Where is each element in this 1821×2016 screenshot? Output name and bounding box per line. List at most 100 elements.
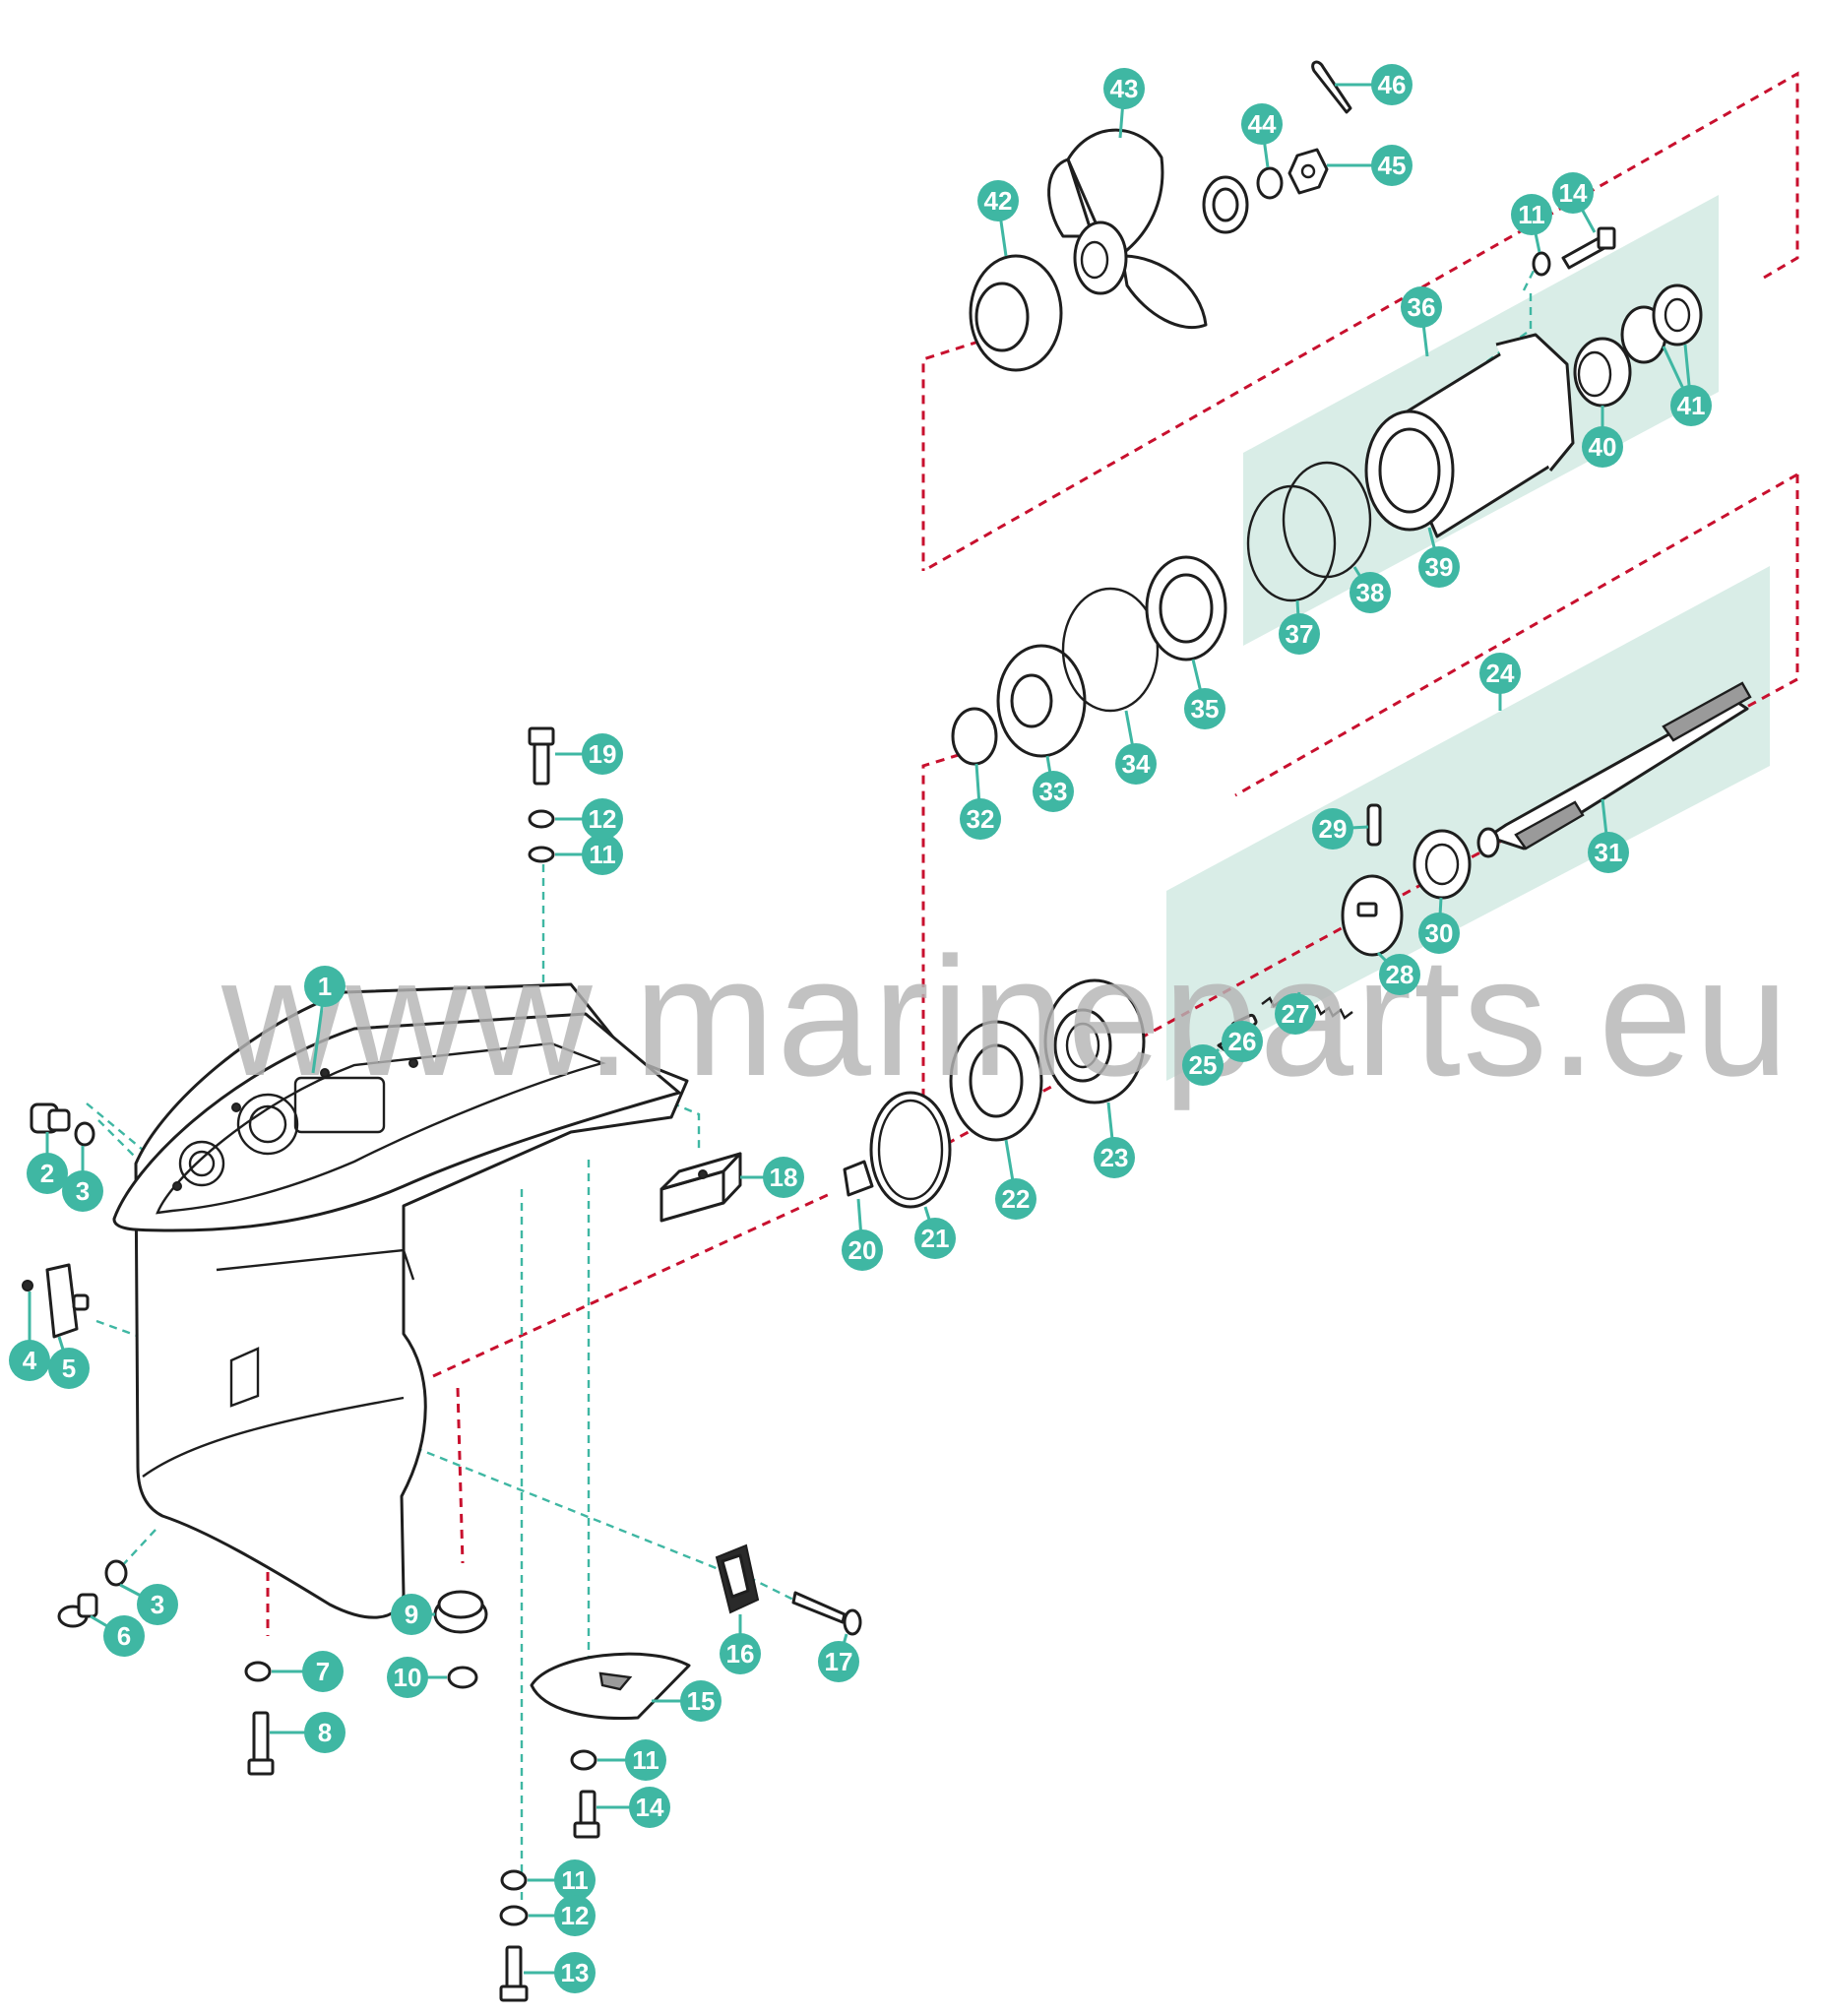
callout-badge-16: 16 [720,1633,761,1674]
propeller [1047,128,1208,330]
callout-badge-24: 24 [1479,653,1521,694]
callout-badge-26: 26 [1222,1021,1263,1062]
callout-badge-37: 37 [1279,613,1320,655]
callout-number: 28 [1386,960,1414,989]
callout-circle [1182,1044,1224,1086]
callout-circle [629,1787,670,1828]
propeller-spacer [1202,175,1249,234]
callout-badge-31: 31 [1588,832,1629,873]
callout-circle [1379,954,1420,995]
callout-circle [391,1594,432,1635]
callout-number: 4 [23,1346,37,1375]
callout-circle [1094,1137,1135,1178]
washer-7 [244,1661,272,1682]
callout-number: 12 [561,1901,590,1930]
callout-circle [27,1153,68,1194]
propeller-shaft [1476,681,1752,858]
cover-plate [45,1263,90,1339]
callout-number: 9 [405,1600,418,1629]
callout-number: 20 [848,1235,877,1265]
callout-number: 27 [1282,999,1310,1029]
callout-number: 11 [632,1745,659,1775]
callout-number: 32 [967,804,995,834]
propeller-washer [1256,166,1284,200]
callout-badge-44: 44 [1241,103,1283,145]
callout-badge-38: 38 [1350,572,1391,613]
callout-badge-35: 35 [1184,688,1225,729]
callout-circle [304,1712,345,1753]
washer-11-upper-right [1532,251,1551,277]
callout-badge-42: 42 [977,180,1019,221]
thrust-hub [969,254,1063,372]
callout-number: 35 [1191,694,1220,724]
callout-number: 42 [984,186,1013,216]
lower-drain-plug [57,1593,98,1628]
callout-badge-46: 46 [1371,64,1413,105]
callout-badge-4: 4 [9,1340,50,1381]
callout-badge-11: 11 [1511,194,1552,235]
callout-circle [1401,286,1442,328]
callout-number: 39 [1425,552,1454,582]
callout-number: 21 [921,1224,950,1253]
screw-17 [791,1591,862,1636]
callout-number: 29 [1319,814,1348,844]
callout-badge-5: 5 [48,1348,90,1389]
callout-circle [137,1584,178,1625]
thrust-washer [951,707,998,766]
callout-circle [763,1157,804,1198]
bolt-13 [499,1945,529,2002]
callout-badge-21: 21 [914,1218,956,1259]
callout-badge-12: 12 [554,1895,596,1936]
ball-bearing [1145,555,1227,662]
callout-badge-11: 11 [582,834,623,875]
propeller-shaft-panel [1166,566,1770,1081]
callout-circle [1115,743,1157,785]
small-o-ring [22,1280,33,1292]
cotter-pin [1311,60,1352,114]
forward-gear [1043,978,1146,1104]
callout-circle [1511,194,1552,235]
dowel-pin [1366,803,1382,847]
callout-badge-36: 36 [1401,286,1442,328]
snap-ring-38 [1282,461,1372,579]
hex-nut [447,1666,478,1689]
bolt-8 [247,1711,275,1776]
callout-circle [1279,613,1320,655]
callout-number: 10 [394,1663,422,1692]
reverse-gear [996,644,1087,758]
callout-badge-15: 15 [680,1680,722,1722]
callout-circle [1222,1021,1263,1062]
callout-number: 38 [1356,578,1385,607]
callout-badge-30: 30 [1418,913,1460,954]
callout-number: 25 [1189,1050,1218,1080]
pinion-nut [843,1160,874,1197]
callout-circle [304,966,345,1007]
callout-number: 2 [40,1159,54,1188]
propeller-shaft-housing [1364,333,1575,538]
callout-number: 45 [1378,151,1407,180]
propeller-castle-nut [1287,148,1329,195]
callout-circle [1241,103,1283,145]
callout-badge-41: 41 [1670,385,1712,426]
spring-washer-upper [528,809,555,829]
callout-number: 19 [589,739,617,769]
callout-badge-23: 23 [1094,1137,1135,1178]
callout-badge-43: 43 [1103,68,1145,109]
callout-circle [582,798,623,840]
callout-badge-45: 45 [1371,145,1413,186]
callout-number: 3 [151,1590,164,1619]
callout-badge-22: 22 [995,1178,1036,1220]
washer-lower [104,1559,128,1587]
callout-circle [1670,385,1712,426]
washer-upper [74,1121,95,1147]
callout-badge-11: 11 [625,1739,666,1781]
callout-badge-6: 6 [103,1615,145,1657]
callout-circle [1588,832,1629,873]
callout-number: 44 [1248,109,1277,139]
callout-number: 8 [318,1718,332,1747]
washer-11-upper [528,846,555,863]
callout-badge-14: 14 [629,1787,670,1828]
callout-number: 37 [1286,619,1314,649]
callout-number: 17 [825,1647,853,1676]
